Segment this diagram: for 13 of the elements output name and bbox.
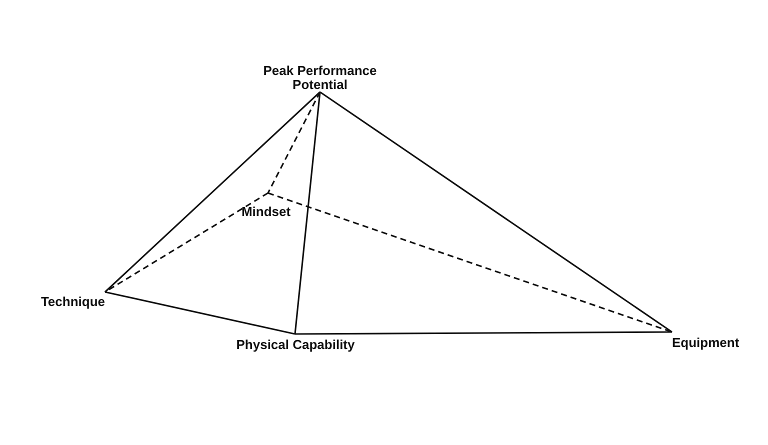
vertex-label: Peak Performance Potential [262, 64, 378, 92]
dashed-line [267, 92, 321, 194]
vertex-label: Technique [40, 295, 105, 309]
vertex-label: Equipment [672, 336, 740, 350]
dashed-line [104, 192, 268, 293]
edge-line [320, 91, 672, 333]
edge-line [294, 92, 321, 334]
dashed-line [268, 192, 672, 333]
vertex-label: Physical Capability [236, 338, 355, 352]
edge-line [104, 291, 296, 335]
vertex-label: Mindset [241, 205, 291, 219]
edge-line [104, 91, 321, 293]
edge-line [295, 331, 672, 335]
